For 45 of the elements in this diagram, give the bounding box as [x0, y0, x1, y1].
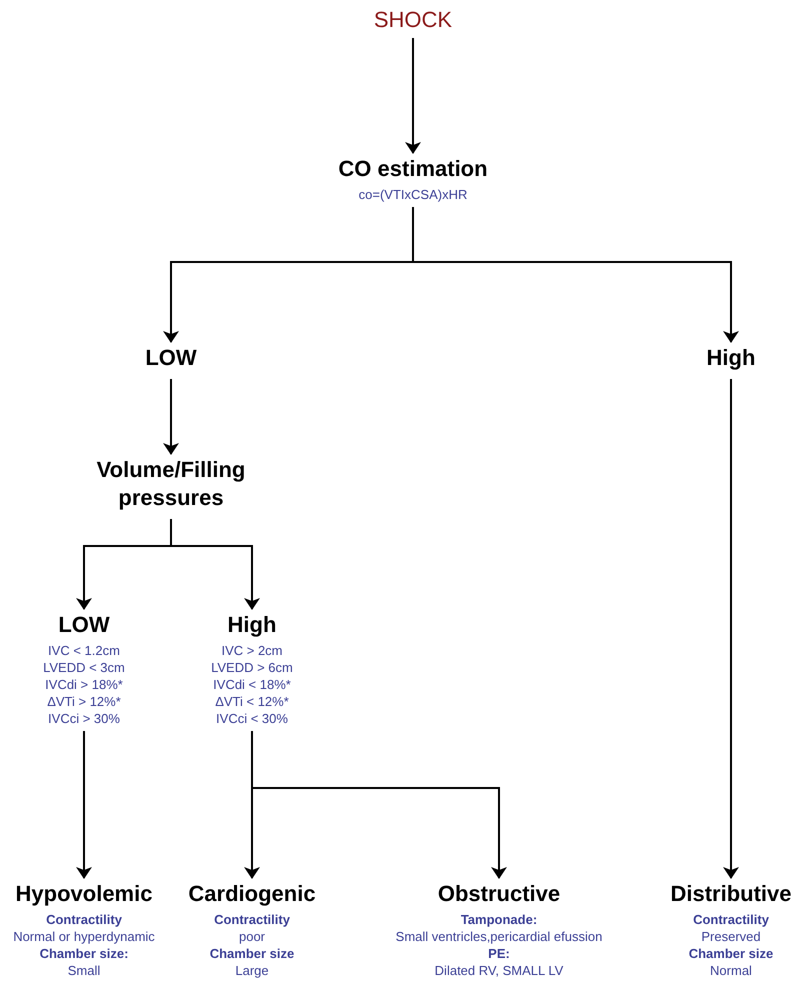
- measurement-text: IVCci > 30%: [48, 710, 120, 727]
- criterion-label: Contractility: [46, 911, 122, 928]
- criterion-label: PE:: [488, 945, 510, 962]
- node-heading: High: [228, 611, 276, 639]
- criterion-value: Normal: [710, 962, 752, 979]
- measurement-text: LVEDD < 3cm: [43, 659, 125, 676]
- measurement-text: LVEDD > 6cm: [211, 659, 293, 676]
- start-label: SHOCK: [374, 6, 452, 34]
- criterion-label: Contractility: [214, 911, 290, 928]
- node-heading: CO estimation: [338, 155, 488, 183]
- arrow: [76, 731, 92, 879]
- criterion-label: Chamber size: [210, 945, 294, 962]
- node-heading: LOW: [58, 611, 110, 639]
- criterion-label: Chamber size: [688, 945, 774, 962]
- criterion-value: poor: [238, 928, 266, 945]
- arrow: [170, 519, 260, 610]
- node-heading: LOW: [145, 344, 197, 372]
- measurement-text: ΔVTi > 12%*: [47, 693, 121, 710]
- measurement-text: IVC > 2cm: [221, 642, 283, 659]
- criterion-value: Small: [68, 962, 100, 979]
- node-heading: Obstructive: [438, 880, 560, 908]
- node-heading: Volume/Filling pressures: [96, 456, 246, 512]
- node-heading: Distributive: [670, 880, 792, 908]
- measurement-text: IVCdi < 18%*: [213, 676, 291, 693]
- node-heading: Cardiogenic: [188, 880, 316, 908]
- criterion-value: Small ventricles,pericardial efussion: [396, 928, 602, 945]
- criterion-label: Chamber size:: [40, 945, 128, 962]
- node-heading: High: [706, 344, 756, 372]
- criterion-value: Preserved: [701, 928, 761, 945]
- criterion-value: Large: [235, 962, 269, 979]
- measurement-text: IVCci < 30%: [216, 710, 288, 727]
- criterion-value: Normal or hyperdynamic: [13, 928, 155, 945]
- arrow: [251, 731, 507, 879]
- arrow: [412, 207, 739, 343]
- measurement-text: IVC < 1.2cm: [48, 642, 120, 659]
- measurement-text: ΔVTi < 12%*: [215, 693, 289, 710]
- measurement-text: IVCdi > 18%*: [45, 676, 123, 693]
- criterion-label: Tamponade:: [460, 911, 538, 928]
- criterion-value: Dilated RV, SMALL LV: [434, 962, 564, 979]
- node-heading: Hypovolemic: [16, 880, 152, 908]
- arrow: [723, 379, 739, 879]
- criterion-label: Contractility: [693, 911, 769, 928]
- arrow: [405, 38, 421, 154]
- arrow: [163, 379, 179, 455]
- formula-text: co=(VTIxCSA)xHR: [358, 186, 468, 203]
